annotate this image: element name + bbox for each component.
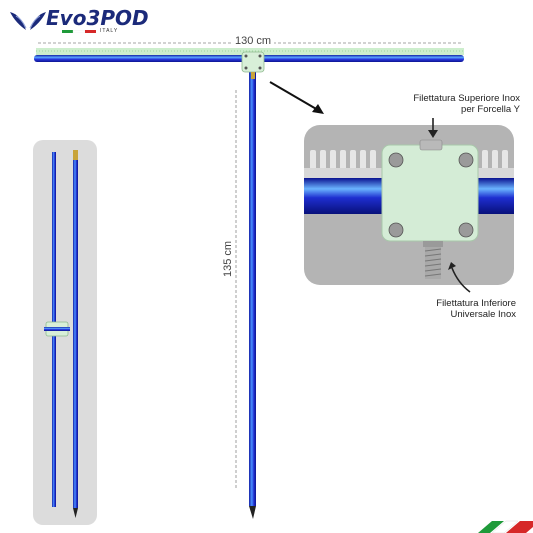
brand-name: Evo3POD: [46, 6, 149, 30]
top-thread-pointer: [428, 118, 438, 138]
width-label: 130 cm: [232, 35, 275, 47]
height-label: 135 cm: [222, 237, 234, 280]
top-thread-caption: Filettatura Superiore Inox per Forcella …: [413, 93, 520, 115]
corner-tricolor: [478, 520, 533, 533]
vertical-pole: [249, 66, 256, 506]
wings-icon: [10, 12, 46, 30]
horizontal-fringe: [36, 48, 464, 55]
zoom-detail: [304, 125, 514, 285]
brand-logo: [8, 8, 158, 42]
brand-country: ITALY: [100, 28, 119, 34]
bottom-thread-caption: Filettatura Inferiore Universale Inox: [436, 298, 516, 320]
t-connector: [241, 51, 265, 79]
bottom-thread-pointer: [448, 262, 471, 293]
italy-flag-stripe: [62, 30, 96, 33]
ground-spike: [249, 506, 256, 519]
left-assembly: [33, 140, 97, 525]
zoom-arrow: [269, 81, 324, 114]
